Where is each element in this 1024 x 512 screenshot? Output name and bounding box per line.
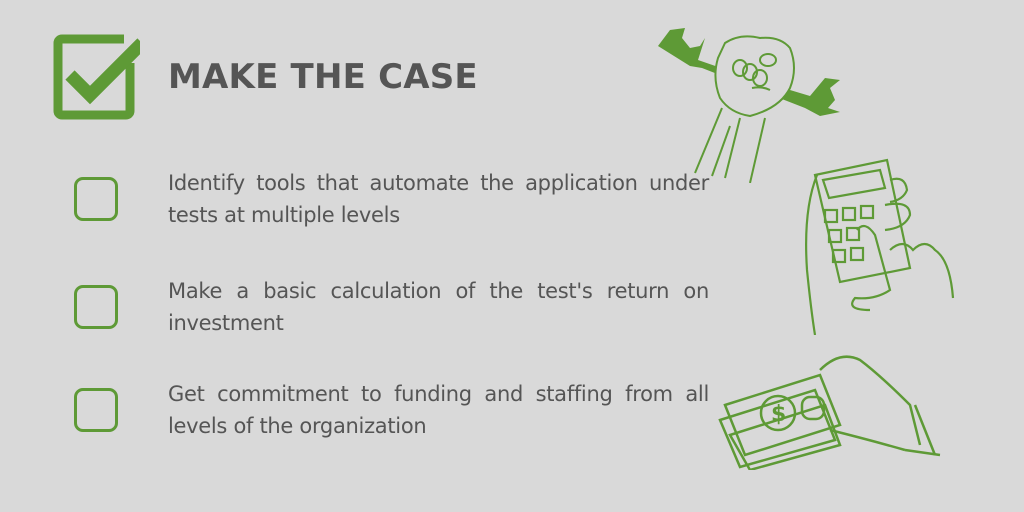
checkbox-checked-icon	[53, 34, 140, 120]
checklist-item-label: Identify tools that automate the applica…	[168, 171, 709, 227]
checkbox-empty[interactable]	[74, 285, 118, 329]
hand-calculator-icon	[805, 158, 955, 335]
hand-money-icon: $	[718, 355, 941, 470]
checkbox-empty[interactable]	[74, 388, 118, 432]
checklist-item-label: Make a basic calculation of the test's r…	[168, 279, 709, 335]
checklist-item-label: Get commitment to funding and staffing f…	[168, 382, 709, 438]
page-title: MAKE THE CASE	[168, 57, 478, 97]
svg-text:$: $	[771, 402, 786, 427]
hand-wrench-icon	[658, 28, 840, 183]
checkbox-empty[interactable]	[74, 177, 118, 221]
